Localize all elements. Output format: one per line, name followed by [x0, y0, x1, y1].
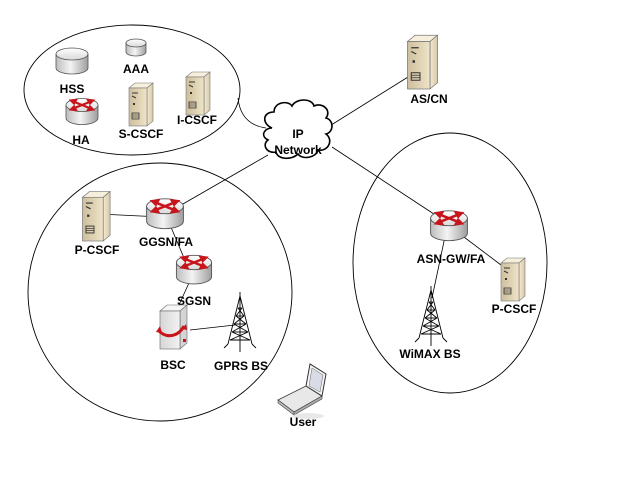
link-ip-network-asn-gw-fa [331, 146, 441, 219]
router-icon [175, 254, 213, 286]
node-p-cscf-gprs[interactable]: P-CSCF [75, 190, 120, 257]
link-ims-core-ip-network [237, 97, 267, 129]
node-aaa[interactable]: AAA [123, 38, 149, 76]
node-label-p-cscf-gprs: P-CSCF [75, 243, 120, 257]
node-label-ha: HA [72, 133, 90, 147]
router-icon [145, 197, 185, 230]
node-sgsn[interactable]: SGSN [175, 254, 213, 308]
server-icon [128, 82, 154, 127]
node-ggsn-fa[interactable]: GGSN/FA [139, 197, 193, 249]
node-label-i-cscf: I-CSCF [177, 113, 217, 127]
node-label-hss: HSS [60, 82, 85, 96]
node-label-ggsn-fa: GGSN/FA [139, 235, 193, 249]
node-label-s-cscf: S-CSCF [119, 127, 164, 141]
node-gprs-bs[interactable]: GPRS BS [214, 291, 268, 373]
node-as-cn[interactable]: AS/CN [406, 34, 448, 106]
link-ip-network-as-cn [327, 76, 409, 128]
node-bsc[interactable]: BSC [154, 303, 189, 372]
node-ip-network[interactable]: IP Network [262, 99, 333, 160]
node-label-bsc: BSC [160, 358, 186, 372]
region-ims-core [23, 24, 241, 156]
link-ip-network-ggsn-fa [175, 154, 269, 209]
node-label-sgsn: SGSN [177, 294, 211, 308]
database-icon [125, 38, 147, 57]
node-label-gprs-bs: GPRS BS [214, 359, 268, 373]
node-label-wimax-bs: WiMAX BS [399, 347, 460, 361]
laptop-icon [277, 363, 327, 420]
database-icon [55, 47, 89, 75]
node-p-cscf-wimax[interactable]: P-CSCF [492, 257, 537, 316]
cloud-icon [262, 99, 333, 160]
server-icon [185, 71, 211, 116]
server-icon [500, 257, 526, 302]
node-label-ip-network-line1: IP [292, 127, 303, 141]
node-label-as-cn: AS/CN [410, 92, 447, 106]
region-wimax-network [352, 132, 548, 394]
tower-icon [223, 291, 257, 353]
server-icon [81, 190, 111, 242]
node-user[interactable]: User [277, 363, 327, 429]
node-label-asn-gw-fa: ASN-GW/FA [417, 252, 486, 266]
router-icon [64, 97, 100, 126]
node-label-p-cscf-wimax: P-CSCF [492, 302, 537, 316]
switch-icon [154, 303, 189, 351]
node-s-cscf[interactable]: S-CSCF [119, 82, 164, 141]
node-asn-gw-fa[interactable]: ASN-GW/FA [417, 209, 486, 266]
node-hss[interactable]: HSS [55, 47, 89, 96]
router-icon [429, 209, 469, 242]
node-ha[interactable]: HA [64, 97, 100, 148]
server-icon [406, 34, 439, 90]
node-label-user: User [290, 415, 317, 429]
node-wimax-bs[interactable]: WiMAX BS [399, 285, 461, 361]
node-i-cscf[interactable]: I-CSCF [177, 71, 217, 127]
tower-icon [414, 285, 448, 347]
node-label-ip-network-line2: Network [274, 143, 322, 157]
link-asn-gw-fa-wimax-bs [431, 231, 447, 299]
node-label-aaa: AAA [123, 62, 149, 76]
region-gprs-network [27, 162, 293, 422]
link-bsc-gprs-bs [189, 324, 236, 331]
